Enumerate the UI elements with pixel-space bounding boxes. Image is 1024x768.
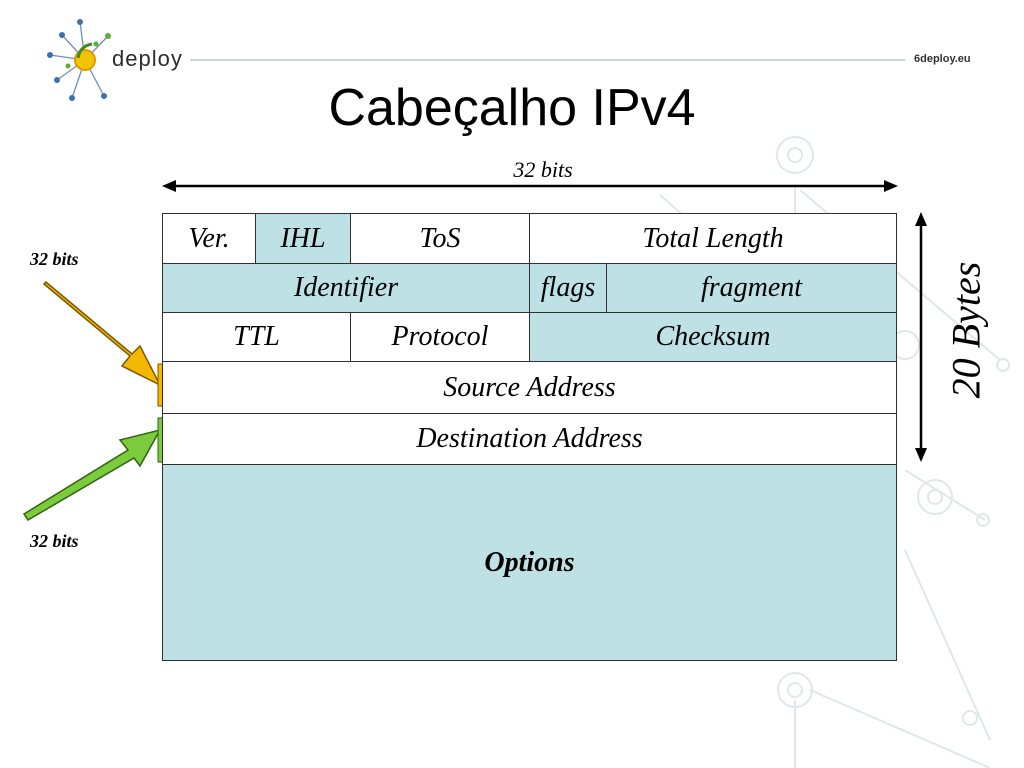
lower-arrow: [22, 417, 167, 522]
field-total-length: Total Length: [529, 213, 897, 264]
field-version: Ver.: [162, 213, 256, 264]
width-label: 32 bits: [513, 157, 573, 182]
length-label: 20 Bytes: [943, 261, 989, 399]
upper-side-label: 32 bits: [30, 249, 79, 269]
site-url: 6deploy.eu: [914, 53, 971, 65]
field-identifier: Identifier: [162, 263, 530, 313]
logo-mark: [47, 19, 111, 101]
field-destination-address: Destination Address: [162, 413, 897, 465]
lower-side-label: 32 bits: [30, 531, 79, 551]
page-title: Cabeçalho IPv4: [328, 79, 696, 137]
field-checksum: Checksum: [529, 312, 897, 362]
field-source-address: Source Address: [162, 361, 897, 414]
field-flags: flags: [529, 263, 607, 313]
length-arrow: [915, 212, 927, 462]
logo-wordmark: deploy: [112, 46, 183, 71]
field-ttl: TTL: [162, 312, 351, 362]
field-tos: ToS: [350, 213, 530, 264]
upper-arrow: [42, 280, 167, 407]
field-options: Options: [162, 464, 897, 661]
field-ihl: IHL: [255, 213, 351, 264]
field-protocol: Protocol: [350, 312, 530, 362]
field-fragment: fragment: [606, 263, 897, 313]
